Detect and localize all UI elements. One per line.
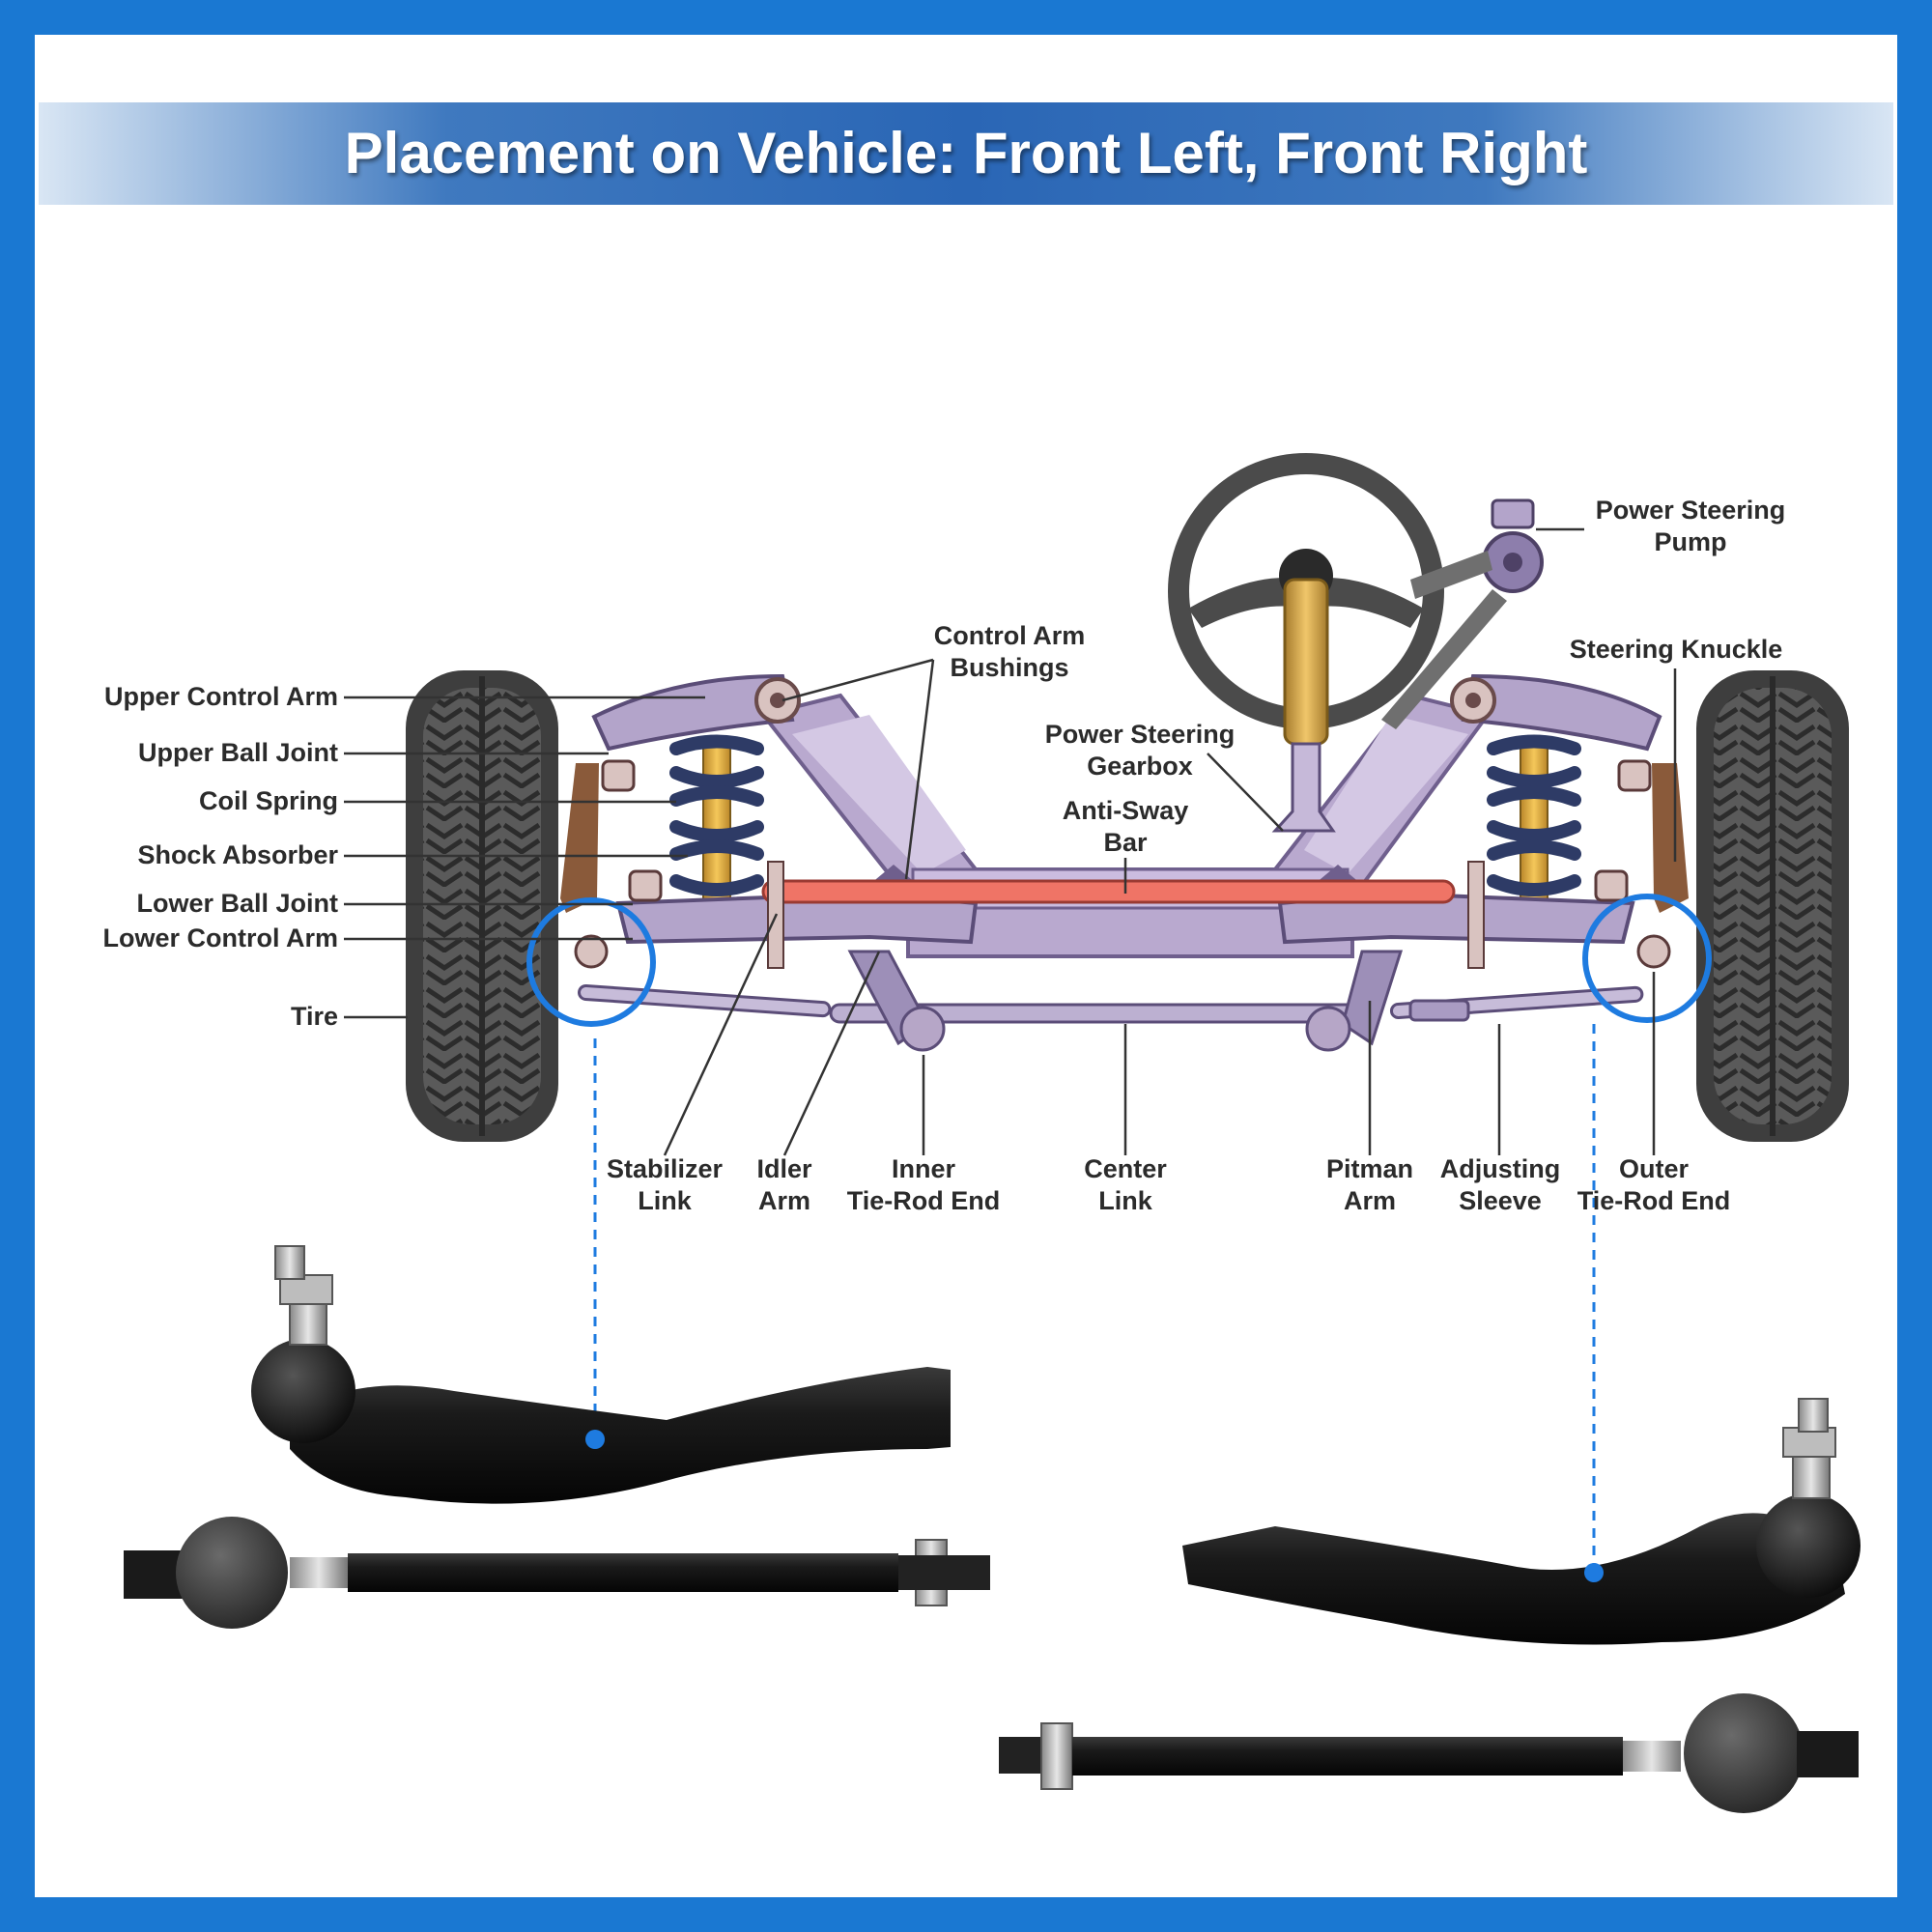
left-upper-ball-joint: [601, 759, 636, 792]
right-inner-tie-rod-end: [1305, 1006, 1351, 1052]
left-steering-knuckle: [560, 763, 599, 913]
right-upper-ball-joint: [1617, 759, 1652, 792]
right-coil-spring: [1487, 734, 1581, 909]
left-outer-tie-rod-end: [574, 934, 609, 969]
leader-lines: [344, 527, 1677, 1156]
right-stabilizer-link: [1467, 861, 1485, 969]
label-upper-control-arm: Upper Control Arm: [104, 682, 338, 711]
label-tire: Tire: [290, 1002, 338, 1031]
label-outer-tie-rod-end: Outer Tie-Rod End: [1577, 1154, 1731, 1215]
label-inner-tie-rod-end: Inner Tie-Rod End: [846, 1154, 1001, 1215]
label-stabilizer-link: Stabilizer Link: [606, 1154, 724, 1215]
label-control-arm-bushings: Control Arm Bushings: [933, 621, 1086, 682]
label-lower-control-arm: Lower Control Arm: [102, 923, 338, 952]
label-power-steering-gearbox: Power Steering Gearbox: [1044, 720, 1236, 781]
right-outer-tie-rod-end-part: [1182, 1398, 1861, 1645]
label-anti-sway-bar: Anti-Sway Bar: [1062, 796, 1189, 857]
left-inner-tie-rod-end: [899, 1006, 946, 1052]
right-steering-knuckle: [1652, 763, 1689, 913]
left-tie-rod: [577, 983, 832, 1018]
label-adjusting-sleeve: Adjusting Sleeve: [1439, 1154, 1561, 1215]
power-steering-pump: [1381, 498, 1544, 729]
right-highlight-circle: [1582, 894, 1712, 1023]
pitman-arm: [1341, 950, 1404, 1046]
anti-sway-bar: [761, 879, 1456, 904]
left-inner-tie-rod-part: [124, 1517, 990, 1629]
label-shock-absorber: Shock Absorber: [137, 840, 338, 869]
adjusting-sleeve: [1408, 999, 1470, 1022]
label-idler-arm: Idler Arm: [756, 1154, 812, 1215]
left-coil-spring: [669, 734, 764, 909]
label-pitman-arm: Pitman Arm: [1325, 1154, 1414, 1215]
label-lower-ball-joint: Lower Ball Joint: [136, 889, 338, 918]
right-upper-control-arm: [1450, 673, 1662, 752]
label-center-link: Center Link: [1084, 1154, 1167, 1215]
left-tire: [406, 670, 558, 1142]
right-tire: [1696, 670, 1849, 1142]
right-lower-ball-joint: [1594, 869, 1629, 902]
left-highlight-circle: [526, 897, 656, 1027]
left-outer-tie-rod-end-part: [251, 1245, 951, 1504]
right-inner-tie-rod-part: [999, 1693, 1859, 1813]
page-title: Placement on Vehicle: Front Left, Front …: [344, 121, 1588, 185]
label-steering-knuckle: Steering Knuckle: [1569, 635, 1783, 664]
steering-column: [1283, 578, 1329, 746]
label-coil-spring: Coil Spring: [199, 786, 338, 815]
left-lower-ball-joint: [628, 869, 663, 902]
power-steering-gearbox: [1271, 742, 1336, 833]
right-outer-tie-rod-end: [1636, 934, 1671, 969]
label-power-steering-pump: Power Steering Pump: [1595, 496, 1786, 556]
label-upper-ball-joint: Upper Ball Joint: [137, 738, 338, 767]
title-banner: Placement on Vehicle: Front Left, Front …: [39, 102, 1893, 205]
